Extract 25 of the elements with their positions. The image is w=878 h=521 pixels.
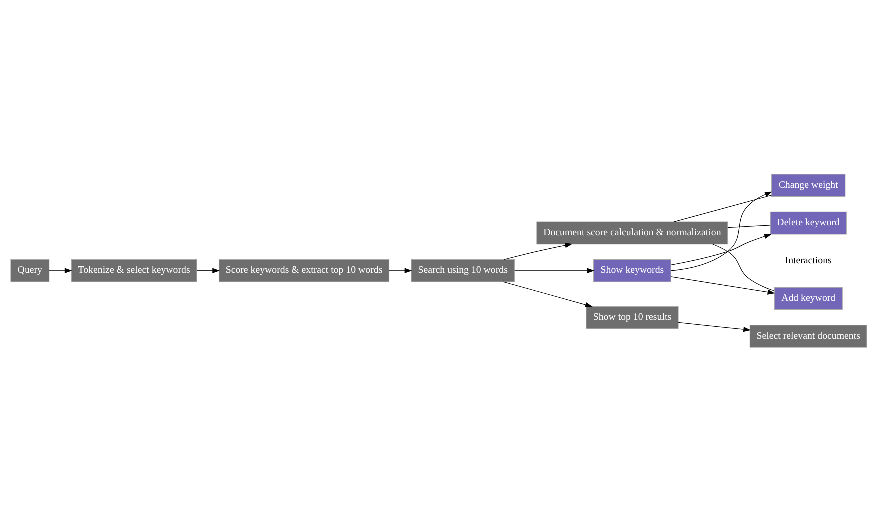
node-box: Show keywords bbox=[594, 258, 672, 282]
connector bbox=[712, 244, 775, 291]
node-box: Add keyword bbox=[774, 286, 843, 310]
arrow bbox=[678, 322, 752, 332]
node-box: Tokenize & select keywords bbox=[71, 258, 198, 282]
arrow bbox=[49, 268, 72, 273]
arrow bbox=[514, 268, 595, 273]
node-box: Score keywords & extract top 10 words bbox=[218, 258, 390, 282]
arrow bbox=[503, 281, 593, 307]
connector bbox=[728, 224, 771, 228]
node-box: Delete keyword bbox=[770, 211, 847, 234]
node-box: Search using 10 words bbox=[411, 258, 516, 282]
node-box: Query bbox=[10, 258, 50, 282]
label: Interactions bbox=[785, 254, 832, 266]
connector bbox=[674, 194, 772, 222]
arrow bbox=[389, 268, 412, 273]
node-box: Change weight bbox=[772, 174, 846, 197]
node-box: Show top 10 results bbox=[586, 306, 679, 329]
arrow bbox=[670, 191, 773, 271]
arrow bbox=[504, 242, 573, 260]
arrow bbox=[670, 276, 776, 294]
node-box: Document score calculation & normalization bbox=[536, 221, 728, 244]
arrow bbox=[196, 268, 220, 273]
arrow bbox=[670, 234, 772, 265]
node-box: Select relevant documents bbox=[750, 324, 868, 348]
